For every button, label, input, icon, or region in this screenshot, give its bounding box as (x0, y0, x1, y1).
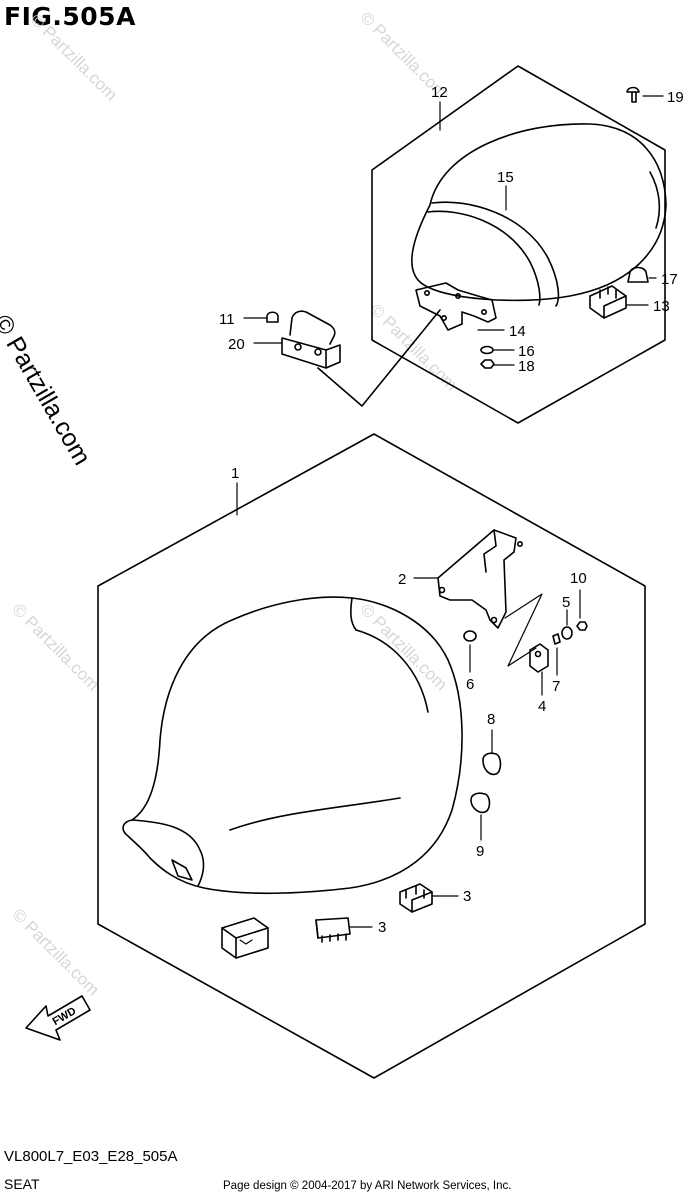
handle-20 (281, 310, 341, 369)
clip-13 (589, 285, 627, 319)
callout-8: 8 (487, 711, 495, 728)
nut-18 (480, 359, 495, 369)
callout-15: 15 (497, 169, 514, 186)
callout-12: 12 (431, 84, 448, 101)
bracket-2 (437, 529, 523, 629)
callout-3: 3 (463, 888, 471, 905)
figure-title: FIG.505A (4, 2, 136, 31)
callout-10: 10 (570, 570, 587, 587)
clip-3b (315, 917, 351, 943)
callout-3: 3 (378, 919, 386, 936)
callout-1: 1 (231, 465, 239, 482)
tool-pouch (221, 917, 269, 959)
cushion-9 (470, 792, 491, 814)
leader-lines-lower (236, 482, 581, 928)
callout-11: 11 (219, 311, 235, 328)
callout-18: 18 (518, 358, 535, 375)
screw-19 (626, 86, 640, 103)
connector-line (317, 309, 441, 407)
callout-7: 7 (552, 678, 560, 695)
page-footer: Page design © 2004-2017 by ARI Network S… (223, 1180, 512, 1192)
callout-14: 14 (509, 323, 526, 340)
cushion-8 (482, 752, 502, 776)
section-name: SEAT (4, 1176, 40, 1192)
callout-2: 2 (398, 571, 406, 588)
callout-13: 13 (653, 298, 670, 315)
model-code: VL800L7_E03_E28_505A (4, 1148, 178, 1165)
fwd-arrow-icon: FWD (25, 995, 91, 1041)
pillion-seat (411, 123, 667, 307)
cap-nut-17 (627, 266, 649, 283)
group-frame-1 (97, 433, 646, 1079)
callout-4: 4 (538, 698, 546, 715)
main-seat (122, 596, 463, 895)
collar-7 (552, 633, 561, 645)
callout-17: 17 (661, 271, 678, 288)
washer-16 (480, 345, 494, 355)
clip-4 (529, 643, 549, 673)
callout-6: 6 (466, 676, 474, 693)
connector-line (504, 593, 543, 667)
callout-9: 9 (476, 843, 484, 860)
washer-5 (561, 626, 573, 640)
bracket-14 (415, 282, 497, 331)
callout-5: 5 (562, 594, 570, 611)
leader-lines-upper (243, 95, 664, 366)
callout-19: 19 (667, 89, 684, 106)
clip-3a (399, 883, 433, 913)
nut-10 (576, 621, 588, 631)
callout-20: 20 (228, 336, 245, 353)
grommet-6 (463, 630, 477, 642)
callout-16: 16 (518, 343, 535, 360)
callout-numbers: 1 2 3 3 4 5 6 7 8 9 10 11 12 13 14 15 16… (219, 84, 684, 936)
bolt-11 (266, 311, 279, 323)
group-frame-12 (371, 65, 666, 424)
